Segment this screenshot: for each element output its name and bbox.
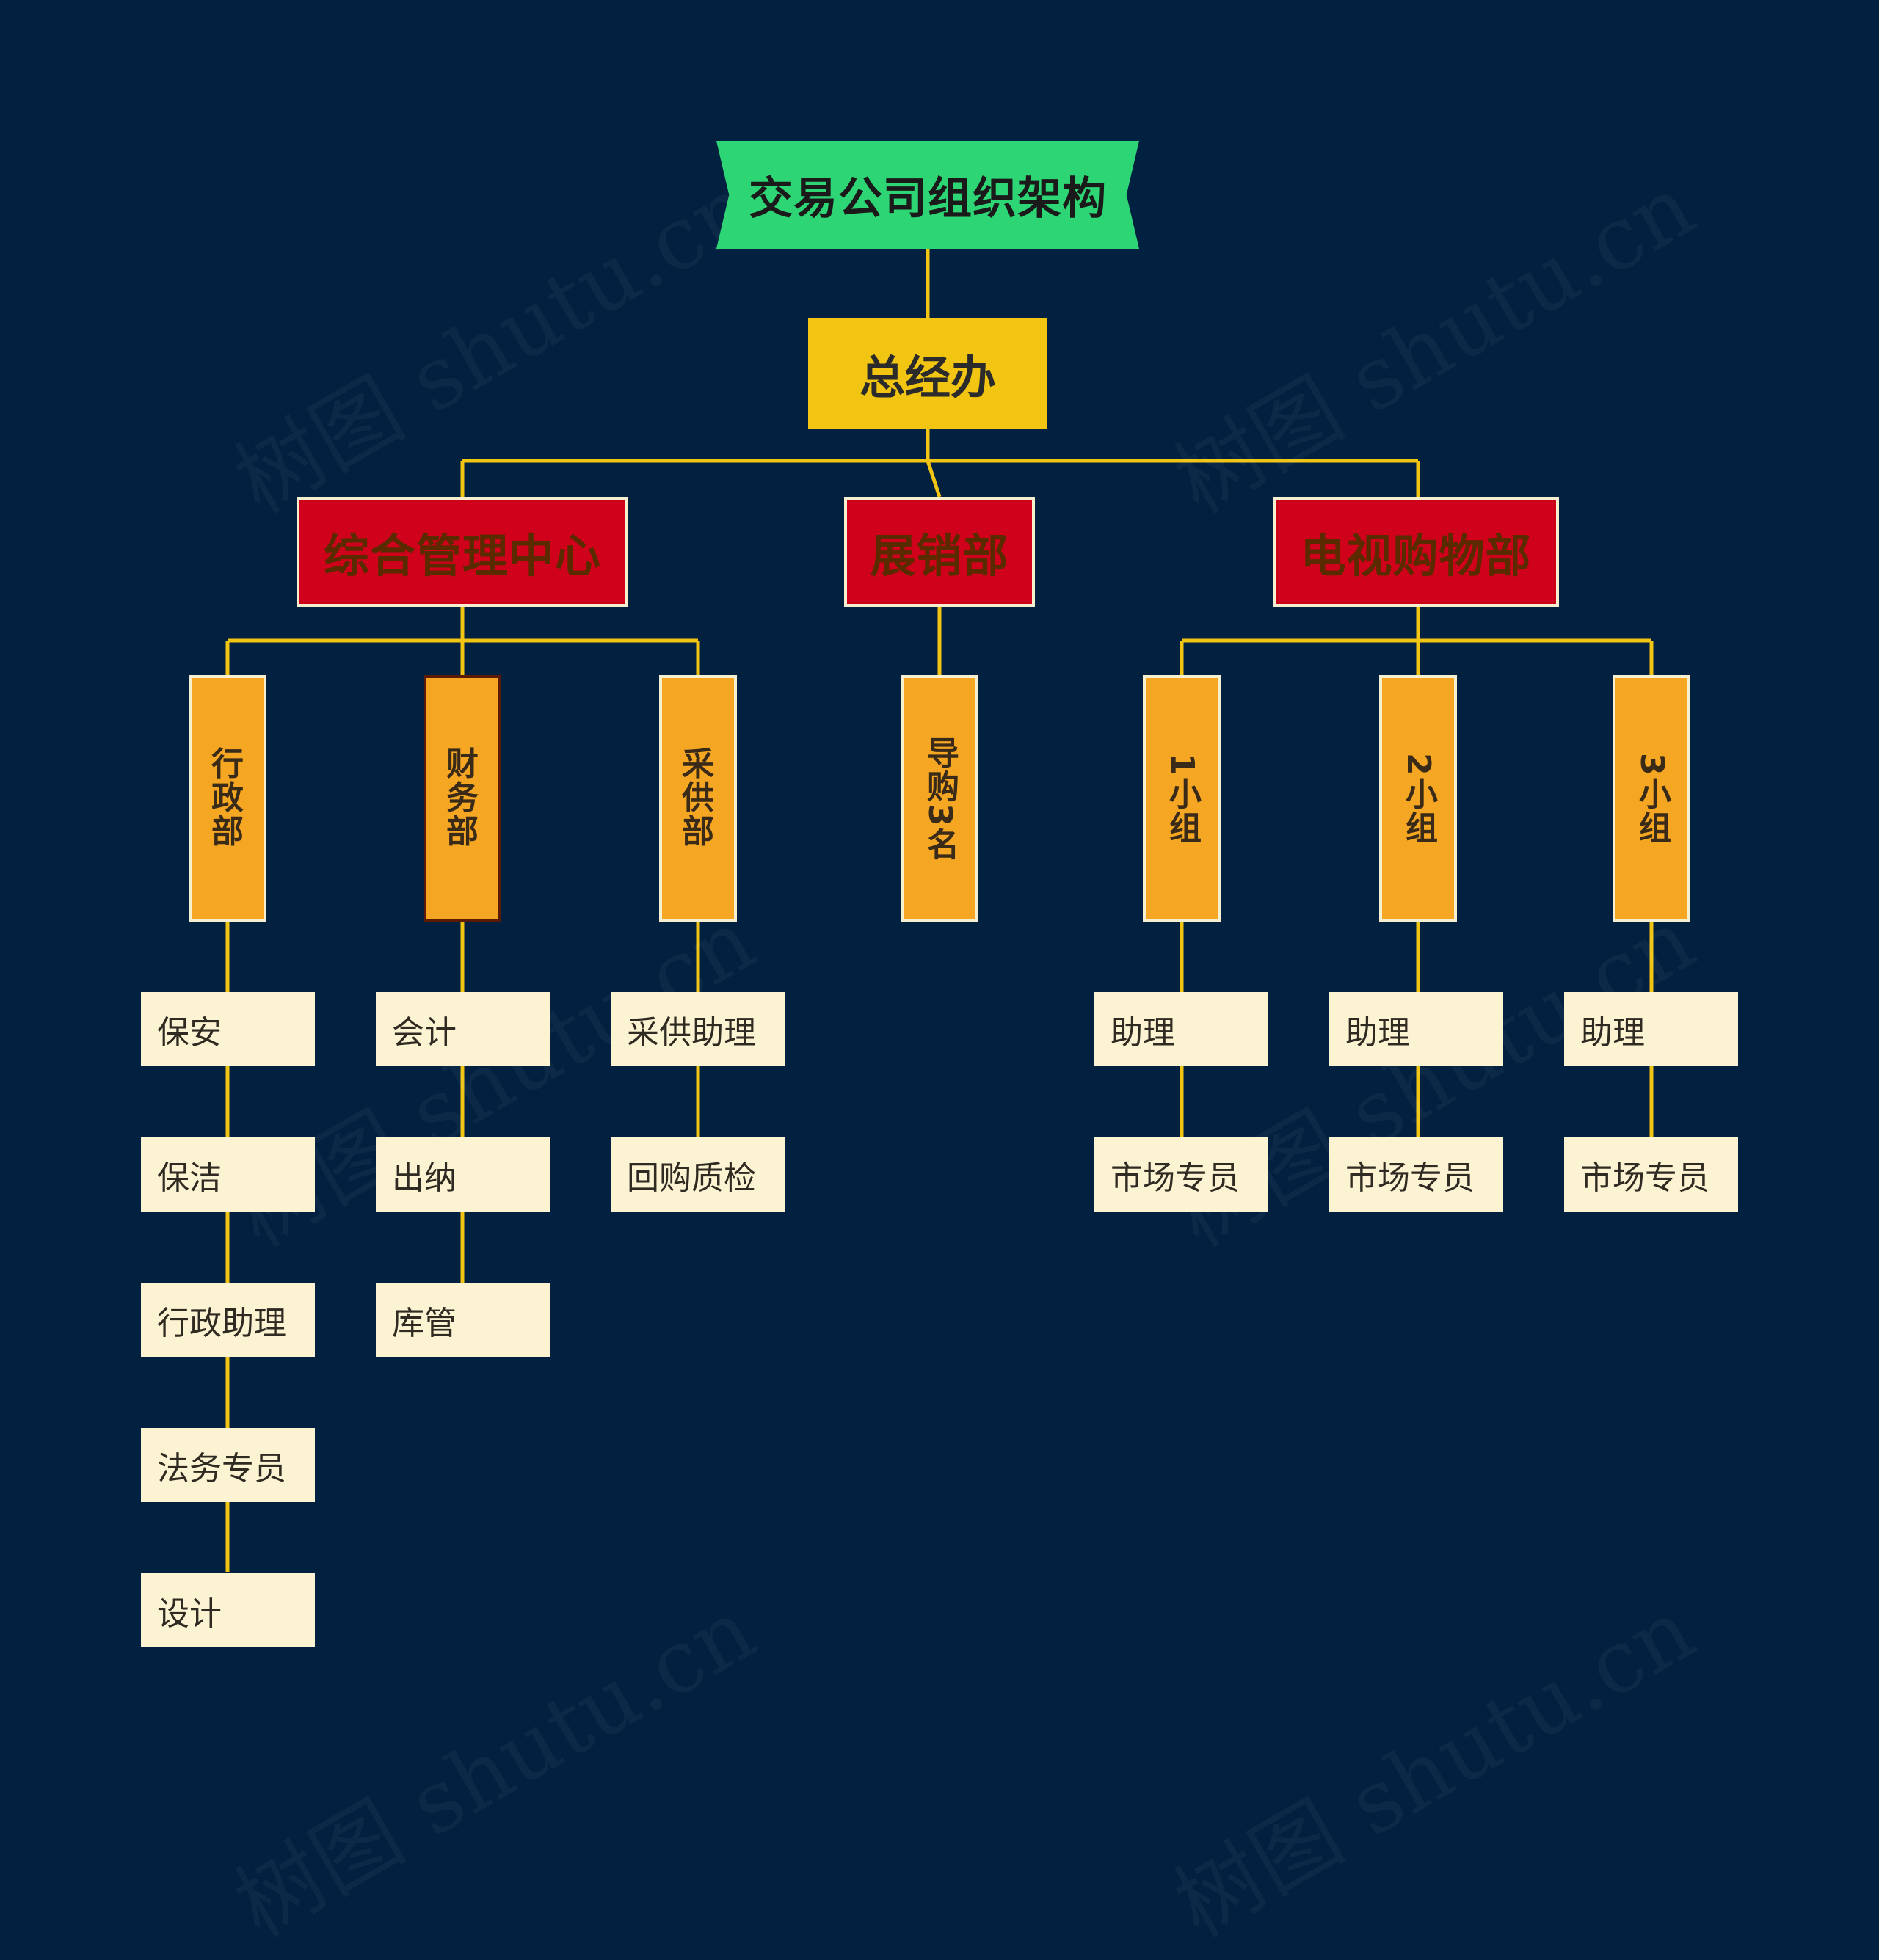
leaf-node[interactable]: 设计: [141, 1573, 315, 1647]
dept-label: 财务部: [446, 746, 479, 850]
leaf-label: 助理: [1345, 1013, 1410, 1052]
leaf-node[interactable]: 保安: [141, 992, 315, 1066]
dept-node-1[interactable]: 行政部: [189, 675, 266, 922]
leaf-label: 会计: [392, 1013, 457, 1052]
dept-node-2[interactable]: 财务部: [424, 675, 501, 922]
connector-c3-bus: [1182, 607, 1651, 643]
leaf-label: 保洁: [157, 1159, 222, 1197]
leaf-node[interactable]: 助理: [1564, 992, 1738, 1066]
dept-label: 采供部: [682, 746, 714, 850]
leaf-node[interactable]: 市场专员: [1564, 1137, 1738, 1212]
leaf-label: 采供助理: [627, 1013, 756, 1052]
dept-label: 2小组: [1400, 752, 1437, 845]
leaf-label: 市场专员: [1580, 1159, 1709, 1197]
leaf-label: 市场专员: [1111, 1159, 1240, 1197]
leaf-label: 助理: [1111, 1013, 1175, 1052]
leaf-node[interactable]: 助理: [1094, 992, 1268, 1066]
leaf-node[interactable]: 行政助理: [141, 1283, 315, 1357]
connector-gm-bus: [462, 429, 1418, 463]
leaf-label: 设计: [157, 1595, 222, 1633]
leaf-label: 市场专员: [1345, 1159, 1475, 1197]
leaf-node[interactable]: 会计: [376, 992, 550, 1066]
center-label: 展销部: [870, 529, 1009, 583]
leaf-node[interactable]: 库管: [376, 1283, 550, 1357]
leaf-label: 回购质检: [627, 1159, 756, 1197]
center-label: 电视购物部: [1300, 529, 1532, 583]
dept-node-3[interactable]: 采供部: [659, 675, 737, 922]
dept-label: 3小组: [1633, 752, 1671, 845]
leaf-label: 法务专员: [157, 1449, 286, 1487]
leaf-node[interactable]: 市场专员: [1094, 1137, 1268, 1212]
root-label: 交易公司组织架构: [749, 173, 1107, 225]
connector-center-2: [926, 460, 942, 498]
leaf-node[interactable]: 出纳: [376, 1137, 550, 1212]
connector-c1-bus: [228, 607, 698, 643]
dept-label: 1小组: [1163, 752, 1201, 845]
leaf-label: 库管: [392, 1304, 457, 1342]
root-node[interactable]: 交易公司组织架构: [716, 141, 1139, 249]
leaf-node[interactable]: 回购质检: [611, 1137, 785, 1212]
leaf-label: 出纳: [392, 1159, 457, 1197]
leaf-node[interactable]: 法务专员: [141, 1428, 315, 1502]
leaf-label: 行政助理: [157, 1304, 286, 1342]
dept-node-6[interactable]: 2小组: [1379, 675, 1457, 922]
center-label: 综合管理中心: [323, 529, 601, 583]
gm-label: 总经办: [859, 351, 996, 404]
center-node-3[interactable]: 电视购物部: [1273, 497, 1559, 607]
leaf-label: 保安: [157, 1013, 222, 1052]
leaf-node[interactable]: 市场专员: [1329, 1137, 1503, 1212]
leaf-node[interactable]: 采供助理: [611, 992, 785, 1066]
leaf-label: 助理: [1580, 1013, 1645, 1052]
leaf-node[interactable]: 助理: [1329, 992, 1503, 1066]
center-node-2[interactable]: 展销部: [844, 497, 1035, 607]
dept-label: 导购3名: [921, 735, 959, 861]
gm-node[interactable]: 总经办: [808, 318, 1047, 429]
leaf-node[interactable]: 保洁: [141, 1137, 315, 1212]
connector-lines: [225, 249, 1654, 1572]
dept-node-5[interactable]: 1小组: [1143, 675, 1221, 922]
dept-node-7[interactable]: 3小组: [1613, 675, 1690, 922]
dept-node-4[interactable]: 导购3名: [901, 675, 978, 922]
dept-label: 行政部: [211, 746, 244, 850]
center-node-1[interactable]: 综合管理中心: [297, 497, 628, 607]
